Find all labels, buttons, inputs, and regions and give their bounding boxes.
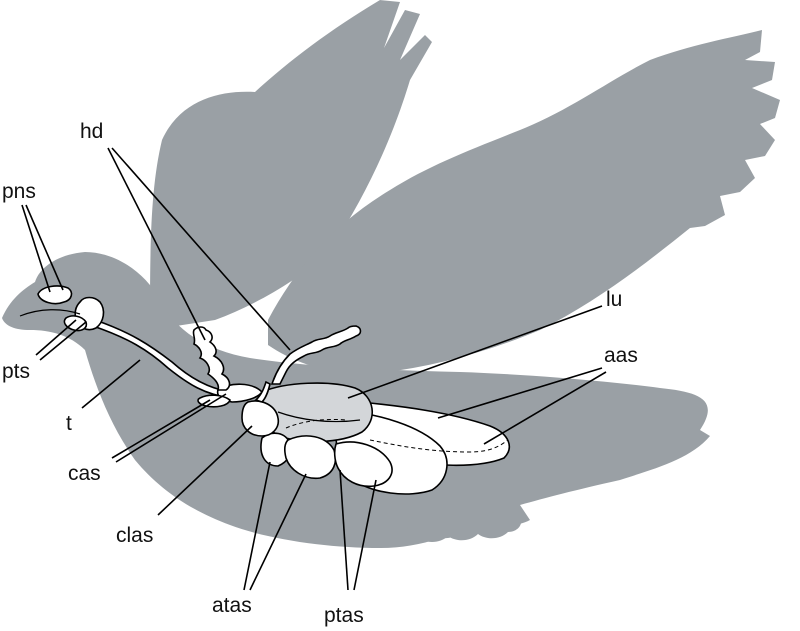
leader-clas bbox=[157, 425, 253, 516]
anterior-thoracic-sac-2 bbox=[283, 435, 337, 480]
organs bbox=[19, 285, 511, 495]
leader-ptas-1 bbox=[339, 469, 349, 591]
label-cas: cas bbox=[68, 462, 101, 485]
leader-aas-1 bbox=[437, 367, 603, 419]
label-aas: aas bbox=[604, 344, 638, 367]
label-hd: hd bbox=[80, 120, 103, 143]
leader-hd-1 bbox=[107, 147, 206, 341]
leader-pts-2 bbox=[39, 321, 87, 361]
leader-cas-2 bbox=[115, 393, 227, 463]
humeral-diverticulum-back bbox=[192, 326, 231, 391]
front-wing bbox=[268, 30, 780, 375]
labels: hd pns pts t cas clas atas ptas lu aas bbox=[2, 120, 638, 627]
leader-cas-1 bbox=[111, 399, 211, 459]
leader-pts-1 bbox=[35, 319, 77, 356]
leader-pns-1 bbox=[21, 204, 51, 293]
humeral-diverticulum-front bbox=[270, 325, 362, 385]
humeral-duct bbox=[254, 380, 271, 403]
paranasal-sac bbox=[37, 285, 73, 305]
leader-lines bbox=[21, 147, 607, 591]
leader-lu bbox=[347, 305, 603, 399]
feet bbox=[407, 510, 522, 542]
label-clas: clas bbox=[116, 524, 153, 547]
leader-aas-2 bbox=[483, 371, 607, 445]
leader-atas-1 bbox=[243, 461, 271, 591]
leader-pns-2 bbox=[25, 204, 64, 291]
label-atas: atas bbox=[212, 594, 252, 617]
label-t: t bbox=[66, 412, 72, 435]
back-wing bbox=[150, 0, 432, 330]
leader-t bbox=[81, 359, 141, 409]
label-ptas: ptas bbox=[324, 604, 364, 627]
leader-ptas-2 bbox=[353, 479, 377, 591]
leader-atas-2 bbox=[249, 473, 307, 591]
nasal-duct bbox=[19, 309, 81, 317]
label-pns: pns bbox=[2, 180, 36, 203]
leader-hd-2 bbox=[111, 147, 291, 351]
label-pts: pts bbox=[2, 360, 30, 383]
label-lu: lu bbox=[606, 288, 622, 311]
abdominal-dash bbox=[369, 439, 509, 453]
